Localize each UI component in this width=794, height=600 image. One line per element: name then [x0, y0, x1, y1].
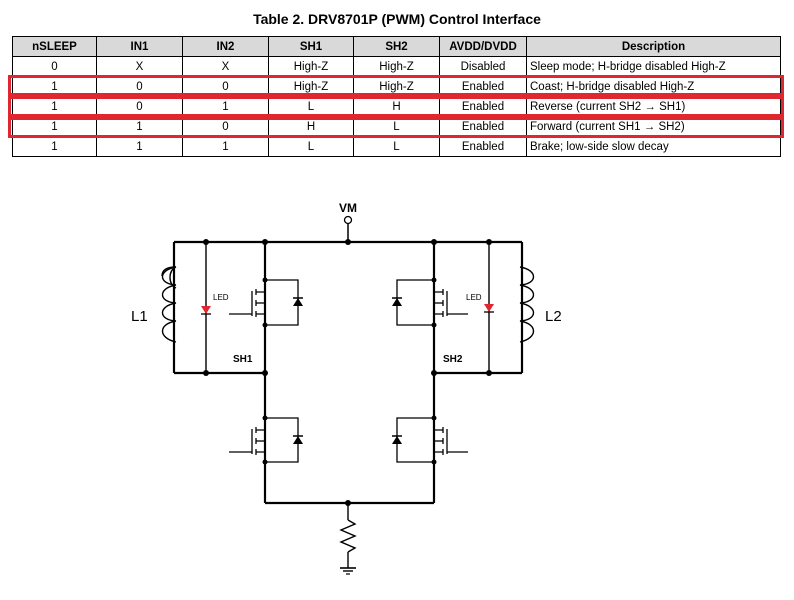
cell-description: Brake; low-side slow decay	[526, 136, 781, 157]
header-nsleep: nSLEEP	[12, 36, 97, 57]
l2-label: L2	[545, 308, 562, 325]
body-diode-high-right-icon	[391, 297, 403, 307]
led-left-label: LED	[213, 293, 229, 302]
table-row-reverse: 1 0 1 L H Enabled Reverse (current SH2 →…	[12, 96, 781, 117]
led-right-label: LED	[466, 293, 482, 302]
sense-resistor-ground	[339, 503, 357, 575]
sh1-label: SH1	[233, 354, 253, 365]
body-diode-low-left-icon	[292, 435, 304, 445]
control-interface-table: nSLEEP IN1 IN2 SH1 SH2 AVDD/DVDD Descrip…	[12, 36, 781, 157]
header-description: Description	[526, 36, 781, 57]
mosfet-low-side-right	[396, 417, 468, 463]
mosfet-high-side-right	[396, 279, 468, 326]
l1-label: L1	[131, 308, 148, 325]
body-diode-high-left-icon	[292, 297, 304, 307]
inductor-l2	[519, 266, 535, 343]
table-header-row: nSLEEP IN1 IN2 SH1 SH2 AVDD/DVDD Descrip…	[12, 36, 781, 57]
sh2-label: SH2	[443, 354, 463, 365]
vm-label: VM	[339, 201, 357, 215]
inductor-l1	[161, 262, 177, 343]
header-sh2: SH2	[353, 36, 440, 57]
table-title: Table 2. DRV8701P (PWM) Control Interfac…	[253, 11, 541, 27]
mosfet-high-side-left	[229, 279, 299, 326]
cell-avdd-dvdd: Enabled	[439, 136, 527, 157]
header-avdd-dvdd: AVDD/DVDD	[439, 36, 527, 57]
header-in1: IN1	[96, 36, 183, 57]
led-right	[484, 242, 494, 373]
table-row-forward: 1 1 0 H L Enabled Forward (current SH1 →…	[12, 116, 781, 137]
table-row-brake: 1 1 1 L L Enabled Brake; low-side slow d…	[12, 136, 781, 157]
mosfet-low-side-left	[229, 417, 299, 463]
body-diode-low-right-icon	[391, 435, 403, 445]
cell-description: Coast; H-bridge disabled High-Z	[526, 76, 781, 97]
cell-description: Sleep mode; H-bridge disabled High-Z	[526, 56, 781, 77]
circuit-wires	[172, 240, 524, 505]
cell-sh1: High-Z	[268, 56, 354, 77]
vm-terminal	[343, 215, 353, 242]
led-left	[201, 242, 211, 373]
header-in2: IN2	[182, 36, 269, 57]
